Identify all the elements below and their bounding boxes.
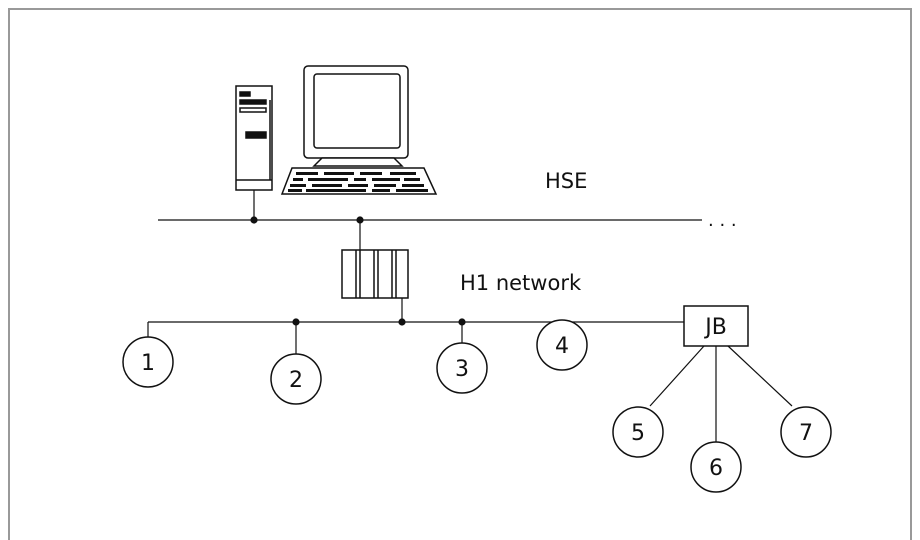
keyboard-icon bbox=[280, 167, 438, 195]
junction-box-label: JB bbox=[703, 315, 727, 340]
node-3: 3 bbox=[436, 342, 488, 394]
hse-label: HSE bbox=[545, 169, 587, 193]
h1-network-label: H1 network bbox=[460, 271, 582, 295]
monitor-icon bbox=[303, 65, 409, 167]
node-7-label: 7 bbox=[799, 421, 813, 446]
node-5: 5 bbox=[612, 406, 664, 458]
node-2-label: 2 bbox=[289, 368, 303, 393]
node-7: 7 bbox=[780, 406, 832, 458]
hse-continuation-ellipsis: . . . bbox=[708, 210, 737, 231]
diagram-frame bbox=[8, 8, 912, 540]
node-1: 1 bbox=[122, 336, 174, 388]
node-2: 2 bbox=[270, 353, 322, 405]
node-5-label: 5 bbox=[631, 421, 645, 446]
junction-box-spurs bbox=[649, 345, 793, 442]
node-4: 4 bbox=[536, 319, 588, 371]
node-6-label: 6 bbox=[709, 456, 723, 481]
linking-device-icon bbox=[341, 249, 409, 299]
node-1-label: 1 bbox=[141, 351, 155, 376]
node-6: 6 bbox=[690, 441, 742, 493]
node-4-label: 4 bbox=[555, 334, 569, 359]
hse-bus bbox=[158, 190, 702, 250]
h1-bus bbox=[147, 298, 684, 354]
tower-pc-icon bbox=[235, 85, 273, 191]
node-3-label: 3 bbox=[455, 357, 469, 382]
junction-box: JB bbox=[683, 305, 749, 347]
